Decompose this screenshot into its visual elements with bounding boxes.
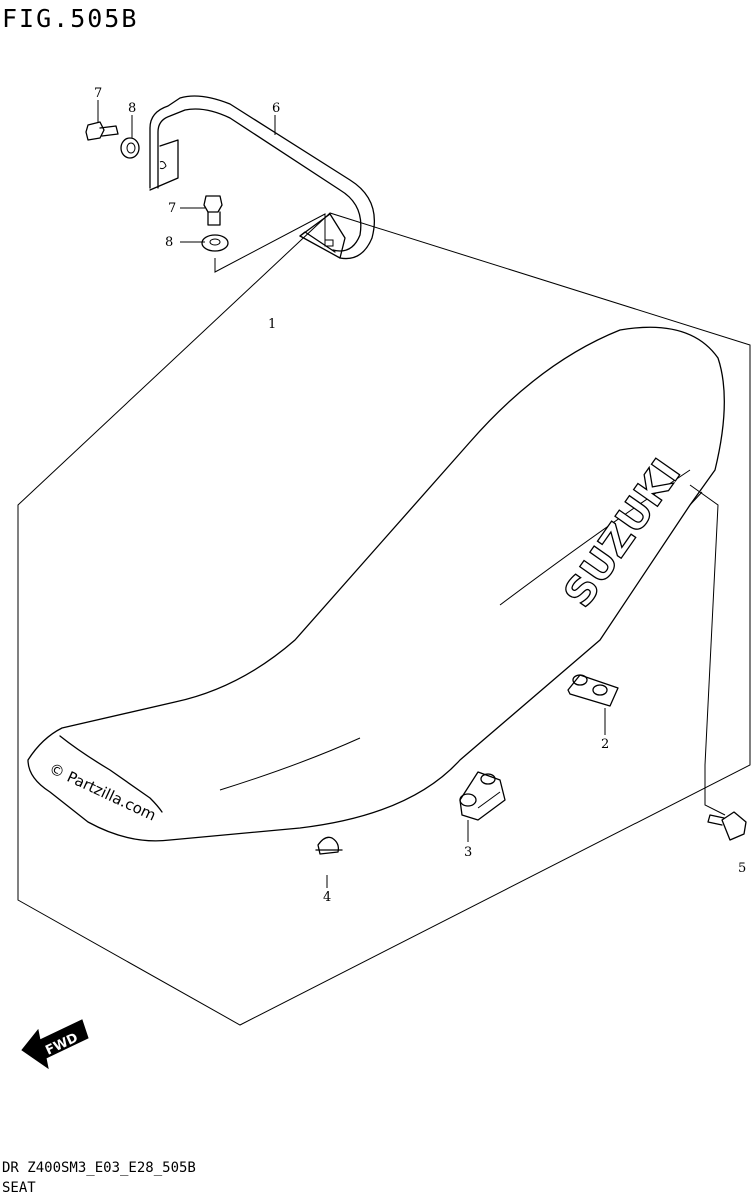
grab-strap-part-6 xyxy=(149,95,376,260)
washer-part-8-upper xyxy=(120,137,140,159)
callout-1: 1 xyxy=(268,317,276,332)
callout-2: 2 xyxy=(601,737,609,752)
callout-8-upper: 8 xyxy=(128,101,136,116)
bolt-part-7-upper xyxy=(85,121,119,141)
figure-code: DR Z400SM3_E03_E28_505B xyxy=(2,1160,196,1176)
figure-name: SEAT xyxy=(2,1180,36,1196)
assembly-boundary xyxy=(17,212,751,1026)
callout-4: 4 xyxy=(323,890,331,905)
rubber-part-4 xyxy=(315,836,343,855)
callout-5: 5 xyxy=(738,861,746,876)
seat-part-1 xyxy=(27,326,725,842)
leader-lines xyxy=(97,100,726,888)
callout-6: 6 xyxy=(272,101,280,116)
screw-part-5 xyxy=(707,811,747,841)
seat-logo: SUZUKI xyxy=(556,451,690,616)
callout-7-lower: 7 xyxy=(168,201,176,216)
figure-title: FIG.505B xyxy=(2,4,139,33)
callouts: 1 2 3 4 5 6 7 7 8 8 xyxy=(94,86,746,905)
fwd-arrow-icon: FWD xyxy=(21,1019,89,1070)
callout-8-lower: 8 xyxy=(165,235,173,250)
clip-part-3 xyxy=(459,771,506,821)
callout-7-upper: 7 xyxy=(94,86,102,101)
clip-part-2 xyxy=(567,674,619,707)
bolt-part-7-lower xyxy=(203,195,223,226)
callout-3: 3 xyxy=(464,845,472,860)
washer-part-8-lower xyxy=(201,234,229,252)
